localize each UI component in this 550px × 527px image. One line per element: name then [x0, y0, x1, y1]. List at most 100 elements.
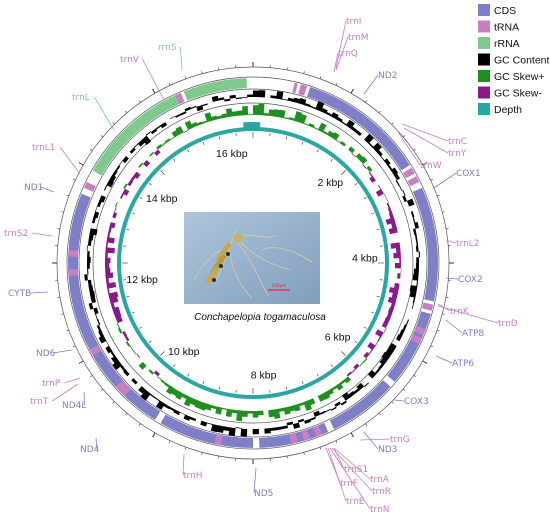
trna-arc	[115, 380, 128, 392]
gc-skew-bar	[353, 363, 360, 370]
tick	[376, 295, 380, 298]
gc-content-bar	[330, 112, 339, 120]
gc-skew-bar	[241, 410, 248, 417]
tick	[148, 340, 152, 343]
gc-content-bar	[270, 427, 277, 431]
gc-skew-bar	[386, 312, 393, 319]
gc-skew-bar	[122, 188, 130, 196]
tick	[168, 82, 171, 86]
tick	[72, 345, 76, 348]
gc-skew-bar	[394, 263, 401, 269]
gc-content-bar	[93, 211, 100, 219]
gene-label: trnS1	[344, 465, 368, 475]
gc-content-bar	[345, 119, 355, 129]
gc-skew-bar	[107, 231, 111, 238]
gene-label: trnT	[30, 397, 49, 407]
trna-arc	[83, 181, 96, 192]
gc-skew-bar	[175, 126, 184, 135]
gc-content-bar	[409, 285, 418, 293]
gene-label: trnQ	[338, 49, 358, 59]
gc-content-bar	[110, 350, 116, 357]
legend-label: rRNA	[494, 38, 520, 50]
depth-ring	[117, 127, 389, 399]
tick	[365, 100, 368, 103]
gene-label: trnY	[448, 149, 467, 159]
tick	[402, 135, 406, 138]
leader-line	[59, 146, 81, 175]
gene-label: trnR	[372, 487, 391, 497]
tick	[201, 452, 203, 455]
gc-content-bar	[363, 382, 369, 388]
gc-skew-bar	[343, 376, 352, 384]
gc-skew-bar	[160, 379, 167, 385]
gc-content-bar	[218, 97, 225, 101]
gene-label: ND6	[36, 349, 56, 359]
gc-skew-bar	[242, 106, 249, 116]
gc-skew-bar	[388, 287, 399, 295]
rrna-arc	[92, 95, 180, 176]
tick	[316, 149, 319, 153]
tick	[350, 88, 354, 94]
gc-content-bar	[380, 155, 385, 162]
trna-arc	[298, 84, 308, 96]
gc-content-bar	[402, 189, 406, 196]
gc-content-bar	[89, 290, 96, 298]
gene-label: ATP6	[452, 359, 474, 369]
gc-skew-bar	[386, 202, 391, 209]
gc-content-bar	[216, 425, 225, 433]
gc-content-bar	[247, 94, 254, 98]
gene-label: ND4L	[62, 401, 86, 411]
tick	[422, 162, 428, 166]
gc-skew-bar	[105, 252, 108, 258]
gc-skew-bar	[383, 327, 387, 334]
gc-content-bar	[275, 426, 283, 431]
legend-label: GC Content	[494, 55, 550, 67]
leader-line	[253, 467, 257, 494]
gene-label: trnV	[120, 55, 140, 65]
cds-arc	[412, 187, 438, 302]
gc-content-bar	[325, 408, 331, 413]
tick	[112, 401, 115, 404]
larva-body	[205, 234, 243, 285]
gc-content-bar	[413, 268, 419, 275]
tick	[319, 76, 322, 79]
tick	[66, 194, 69, 197]
gc-skew-bar	[362, 358, 368, 364]
gc-content-bar	[137, 139, 145, 147]
leader-line	[142, 58, 165, 101]
gc-content-bar	[96, 324, 102, 332]
kbp-label: 12 kbp	[126, 274, 158, 286]
tick	[437, 194, 440, 197]
tick	[184, 447, 187, 450]
gc-skew-bar	[367, 342, 376, 351]
gc-skew-bar	[124, 335, 130, 342]
gc-skew-bar	[258, 103, 265, 116]
gc-skew-bar	[390, 302, 396, 309]
leader-line	[363, 74, 379, 95]
cds-arc	[160, 414, 253, 448]
tick	[363, 326, 367, 329]
legend-swatch	[478, 20, 490, 33]
leader-line	[331, 447, 373, 492]
gc-content-bar	[270, 95, 277, 99]
gc-content-bar	[240, 428, 248, 437]
trna-arc	[414, 325, 426, 336]
tick	[112, 122, 115, 125]
gc-content-bar	[350, 126, 358, 133]
gc-content-bar	[154, 397, 161, 402]
legend-swatch	[478, 53, 490, 66]
tick	[413, 148, 416, 151]
gc-content-bar	[387, 164, 393, 171]
gc-content-bar	[93, 307, 99, 315]
gc-skew-bar	[109, 221, 116, 229]
tick	[125, 412, 128, 416]
gc-skew-bar	[183, 395, 193, 407]
gc-skew-bar	[114, 202, 118, 208]
leader-line	[445, 319, 463, 334]
gc-content-bar	[336, 116, 343, 123]
gc-skew-bar	[388, 227, 398, 235]
gc-content-bar	[286, 421, 294, 426]
gc-skew-bar	[211, 405, 218, 410]
gc-content-bar	[258, 90, 266, 98]
leader-line	[333, 52, 339, 73]
